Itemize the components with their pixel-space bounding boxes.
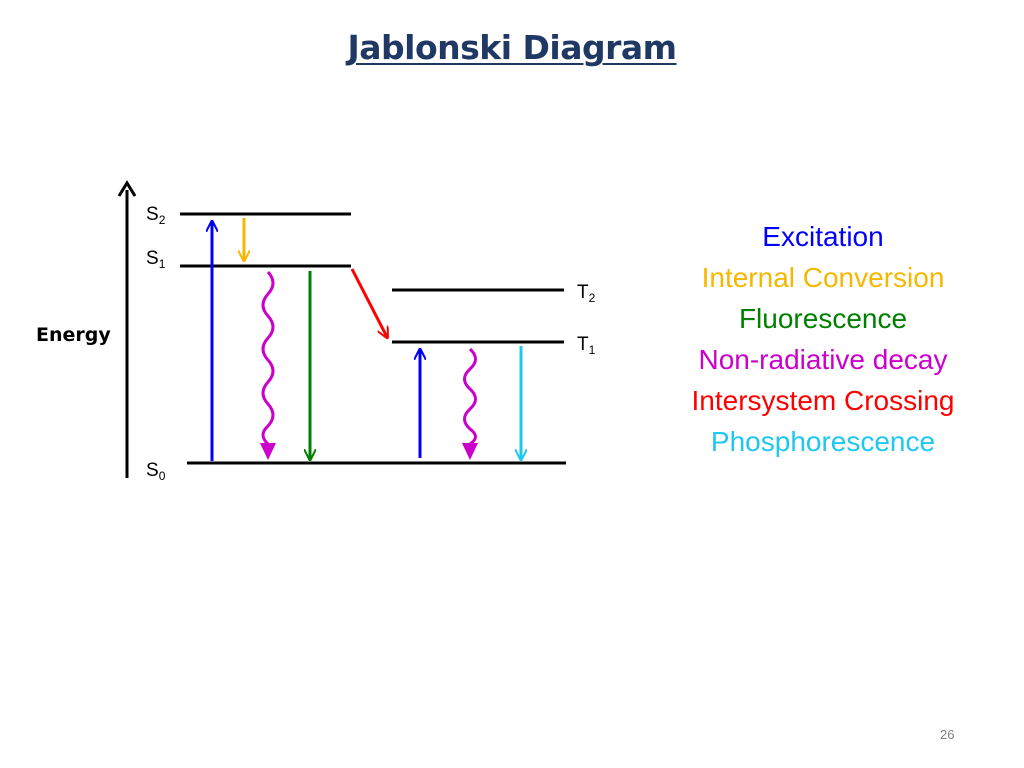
energy-axis-arrowhead (117, 180, 137, 197)
energy-axis-label: Energy (36, 324, 111, 346)
legend-excitation: Excitation (762, 221, 884, 252)
legend-phosphorescence: Phosphorescence (710, 426, 936, 457)
legend-non-radiative-decay: Non-radiative decay (698, 344, 948, 375)
nonradiative-decay-arrowhead-s1-s0 (260, 443, 276, 460)
page-number: 26 (940, 727, 955, 742)
nonradiative-decay-arrow-s1-s0 (261, 270, 275, 446)
page-title: Jablonski Diagram (347, 28, 677, 67)
legend-internal-conversion: Internal Conversion (701, 262, 945, 293)
intersystem-crossing-arrow (350, 268, 387, 337)
legend-intersystem-crossing: Intersystem Crossing (691, 385, 955, 416)
level-label-s1: S1 (146, 248, 166, 271)
level-label-s0: S0 (146, 460, 166, 483)
level-label-t2: T2 (577, 282, 596, 305)
level-label-s2: S2 (146, 204, 166, 227)
nonradiative-decay-arrowhead-t1-s0 (462, 443, 478, 460)
legend-fluorescence: Fluorescence (738, 303, 908, 334)
level-label-t1: T1 (577, 334, 596, 357)
nonradiative-decay-arrow-t1-s0 (463, 347, 477, 446)
legend: Excitation Internal Conversion Fluoresce… (648, 216, 998, 462)
